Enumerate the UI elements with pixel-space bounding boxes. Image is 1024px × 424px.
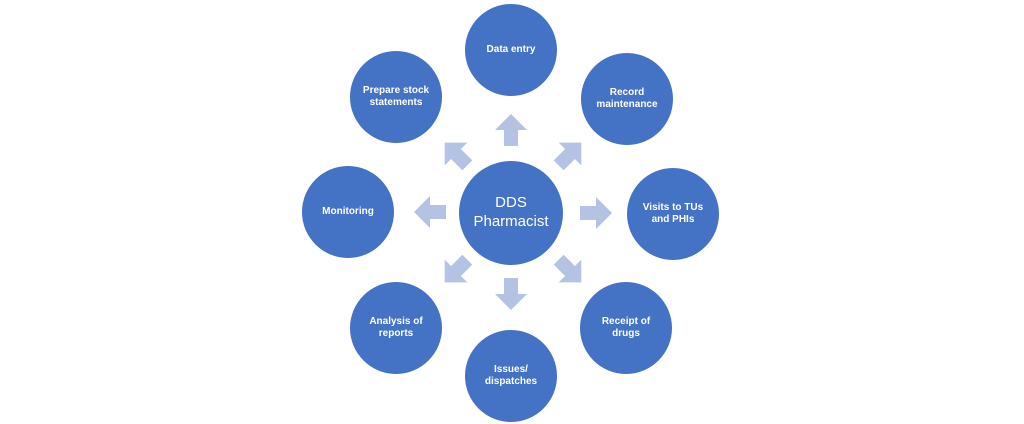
node-receipt-of-drugs: Receipt of drugs	[580, 282, 672, 374]
node-data-entry: Data entry	[465, 4, 557, 96]
node-monitoring: Monitoring	[302, 166, 394, 258]
center-line-2: Pharmacist	[473, 213, 549, 230]
node-label: Monitoring	[322, 206, 374, 217]
arrow-left-icon	[412, 194, 448, 230]
arrow-up-right-icon	[545, 129, 596, 180]
arrow-down-right-icon	[545, 246, 596, 297]
node-label: Data entry	[486, 44, 536, 55]
center-node-dds-pharmacist: DDS Pharmacist	[459, 161, 563, 265]
node-label: Receipt of drugs	[601, 316, 651, 339]
center-line-1: DDS	[495, 194, 527, 212]
node-label: Prepare stock statements	[362, 85, 430, 108]
node-record-maintenance: Record maintenance	[581, 53, 673, 145]
node-visits-to-tus-and-phis: Visits to TUs and PHIs	[627, 168, 719, 260]
arrow-down-left-icon	[431, 246, 482, 297]
node-label: Analysis of reports	[369, 316, 423, 339]
arrow-up-left-icon	[431, 129, 482, 180]
node-label: Record maintenance	[596, 87, 658, 110]
node-label: Issues/ dispatches	[484, 364, 538, 387]
node-prepare-stock-statements: Prepare stock statements	[350, 51, 442, 143]
node-label: Visits to TUs and PHIs	[642, 202, 704, 225]
arrow-up-icon	[493, 112, 529, 148]
node-analysis-of-reports: Analysis of reports	[350, 282, 442, 374]
arrow-right-icon	[578, 195, 614, 231]
arrow-down-icon	[493, 276, 529, 312]
node-issues-dispatches: Issues/ dispatches	[465, 330, 557, 422]
